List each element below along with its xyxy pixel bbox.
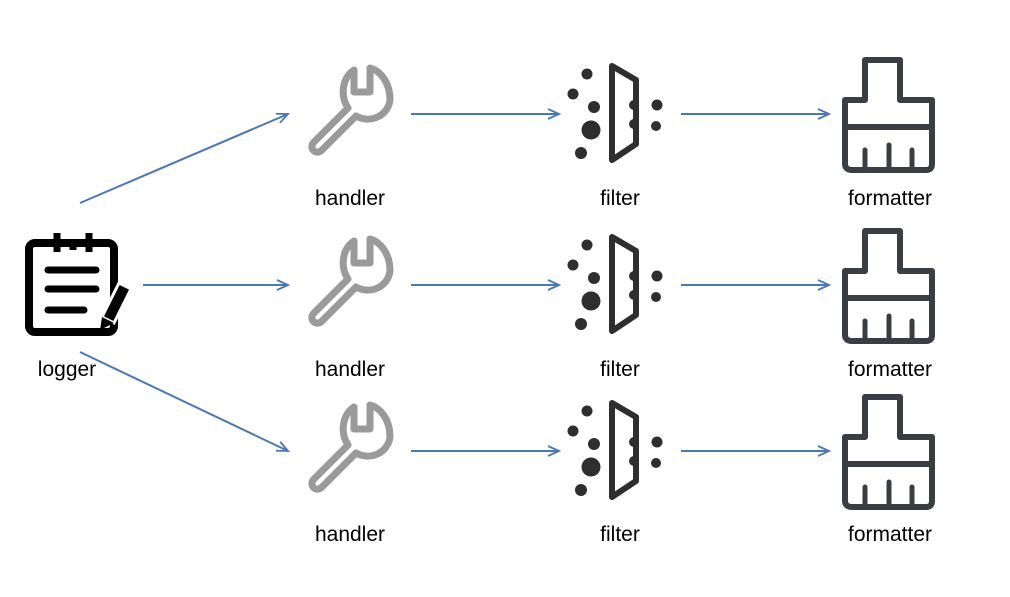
filter-icon	[568, 403, 663, 497]
row-1	[312, 60, 932, 170]
row-2	[312, 231, 932, 341]
handler-label: handler	[314, 523, 386, 546]
notepad-pencil-icon	[25, 233, 134, 336]
arrow-logger-to-handler-3	[79, 351, 288, 451]
handler-label: handler	[314, 358, 386, 381]
formatter-label: formatter	[847, 523, 933, 546]
formatter-label: formatter	[847, 187, 933, 210]
filter-icon	[568, 66, 663, 160]
wrench-icon	[312, 239, 390, 323]
filter-label: filter	[600, 523, 640, 546]
row-3	[312, 397, 932, 507]
brush-icon	[845, 397, 932, 507]
filter-icon	[568, 237, 663, 331]
formatter-label: formatter	[847, 358, 933, 381]
brush-icon	[845, 60, 932, 170]
wrench-icon	[312, 68, 390, 152]
brush-icon	[845, 231, 932, 341]
wrench-icon	[312, 405, 390, 489]
logger-label: logger	[37, 358, 97, 381]
arrow-logger-to-handler-1	[79, 114, 288, 204]
filter-label: filter	[600, 358, 640, 381]
filter-label: filter	[600, 187, 640, 210]
handler-label: handler	[314, 187, 386, 210]
